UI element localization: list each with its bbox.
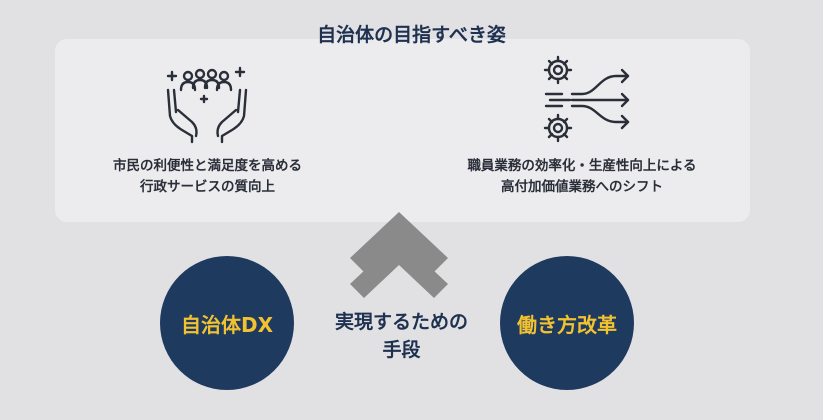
right-goal-caption: 職員業務の効率化・生産性向上による 高付加価値業務へのシフト (432, 156, 732, 198)
right-goal-line-1: 職員業務の効率化・生産性向上による (467, 158, 697, 174)
means-line-1: 実現するための (334, 311, 468, 333)
left-goal-caption: 市民の利便性と満足度を高める 行政サービスの質向上 (70, 156, 345, 198)
means-line-2: 手段 (382, 339, 421, 361)
work-style-reform-circle: 働き方改革 (500, 256, 634, 390)
left-goal-line-1: 市民の利便性と満足度を高める (113, 158, 302, 174)
diagram-title: 自治体の目指すべき姿 (317, 24, 506, 46)
municipal-dx-label: 自治体DX (180, 312, 274, 337)
goal-panel (55, 39, 750, 222)
means-label: 実現するための 手段 (300, 308, 503, 364)
double-chevron-up-icon (350, 212, 448, 298)
gears-process-icon (543, 55, 630, 143)
left-goal-line-2: 行政サービスの質向上 (140, 179, 275, 195)
work-style-reform-label: 働き方改革 (517, 312, 617, 337)
people-care-icon (166, 66, 248, 144)
municipal-dx-circle: 自治体DX (160, 256, 294, 390)
right-goal-line-2: 高付加価値業務へのシフト (501, 179, 663, 195)
